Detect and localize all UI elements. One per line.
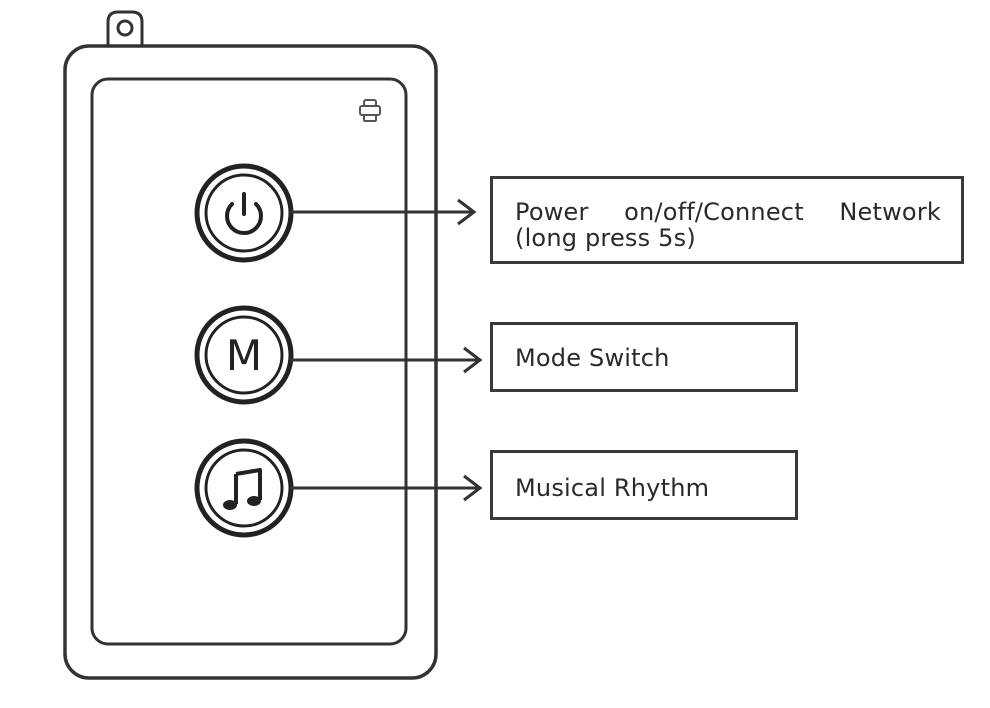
arrow-music [290,474,483,502]
power-button[interactable] [194,163,294,263]
arrow-mode [290,346,483,374]
callout-power-word: on/off/Connect [624,198,804,226]
hanging-loop [106,10,144,52]
power-icon [225,192,263,236]
indicator-light-icon [359,99,381,122]
callout-power-word: Network [839,198,941,226]
callout-mode: Mode Switch [490,322,798,392]
music-note-icon [223,468,262,510]
mode-letter: M [226,331,262,380]
callout-music: Musical Rhythm [490,450,798,520]
callout-power-line2: (long press 5s) [515,224,696,252]
arrow-power [290,198,477,226]
callout-power-word: Power [515,198,589,226]
mode-button[interactable]: M [194,305,294,405]
callout-power: Power on/off/Connect Network (long press… [490,176,964,264]
music-button[interactable] [194,438,294,538]
callout-power-line1: Power on/off/Connect Network [515,199,941,225]
